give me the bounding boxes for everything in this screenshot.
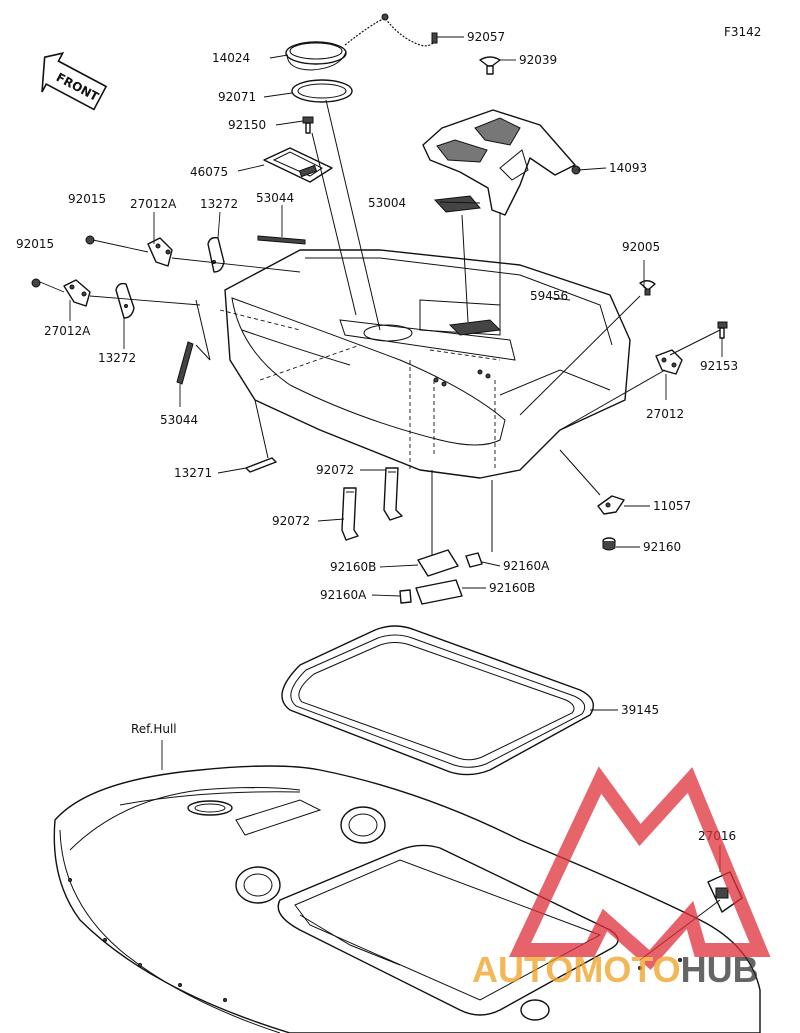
part-plate-13271 [245, 457, 277, 473]
callout-92005: 92005 [622, 240, 660, 254]
part-strap-92072-left [341, 487, 359, 541]
callout-13272-lower: 13272 [98, 351, 136, 365]
part-cover-14093 [422, 109, 581, 216]
callout-92160B-upper: 92160B [330, 560, 376, 574]
callout-27012: 27012 [646, 407, 684, 421]
callout-92072-left: 92072 [272, 514, 310, 528]
callout-46075: 46075 [190, 165, 228, 179]
callout-92071: 92071 [218, 90, 256, 104]
callout-13272-upper: 13272 [200, 197, 238, 211]
callout-59456: 59456 [530, 289, 568, 303]
part-bracket-11057 [597, 495, 625, 515]
part-strap-92072-right [383, 467, 403, 521]
callout-14093: 14093 [609, 161, 647, 175]
hull-reference [53, 765, 761, 1033]
callout-14024: 14024 [212, 51, 250, 65]
callout-27012A-upper: 27012A [130, 197, 177, 211]
part-pad-53004 [433, 195, 481, 213]
part-pad-92160A-upper [465, 552, 483, 568]
callout-92160: 92160 [643, 540, 681, 554]
callout-92160A-upper: 92160A [503, 559, 550, 573]
part-pad-92160B-lower [415, 579, 463, 605]
part-pad-92160A-lower [399, 589, 412, 604]
part-plate-13272-lower [115, 282, 135, 319]
leader-lines [39, 36, 723, 961]
callout-39145: 39145 [621, 703, 659, 717]
part-seal-39145 [281, 625, 594, 776]
part-bracket-27012 [655, 349, 683, 375]
callout-53044-lower: 53044 [160, 413, 198, 427]
callout-92015-upper: 92015 [68, 192, 106, 206]
callout-92150: 92150 [228, 118, 266, 132]
part-nut-92015-lower [31, 278, 41, 288]
part-clip-92005 [639, 280, 656, 296]
callout-27012A-lower: 27012A [44, 324, 91, 338]
callout-13271: 13271 [174, 466, 212, 480]
callout-92015-lower: 92015 [16, 237, 54, 251]
part-gasket-92071 [291, 79, 353, 103]
callout-11057: 11057 [653, 499, 691, 513]
part-handle-46075 [263, 147, 333, 183]
part-pad-92160B-upper [417, 549, 459, 577]
callout-92160B-lower: 92160B [489, 581, 535, 595]
callout-53004: 53004 [368, 196, 406, 210]
callout-92072-right: 92072 [316, 463, 354, 477]
callout-92160A-lower: 92160A [320, 588, 367, 602]
part-plate-13272-upper [207, 236, 225, 273]
part-bolt-92150 [302, 116, 314, 134]
part-clip-92039 [479, 56, 501, 75]
front-arrow-icon: FRONT [41, 52, 108, 111]
part-strap-92057 [344, 13, 438, 47]
part-strip-53044-top [257, 235, 306, 245]
part-bracket-27012A-lower [63, 279, 91, 307]
part-storage-tub-59456 [224, 249, 631, 479]
callout-53044-upper: 53044 [256, 191, 294, 205]
part-bracket-27012A-upper [147, 237, 173, 267]
watermark-logo: AUTOMOTOHUB [472, 949, 759, 990]
ref-hull-label: Ref.Hull [131, 722, 177, 736]
callout-92153: 92153 [700, 359, 738, 373]
automotohub-watermark: AUTOMOTOHUB [472, 766, 771, 990]
part-damper-92160 [602, 537, 616, 551]
part-cap-14024 [285, 41, 347, 71]
callout-labels: 14024 92057 92039 92071 92150 46075 1409… [16, 30, 738, 843]
callout-92057: 92057 [467, 30, 505, 44]
callout-92039: 92039 [519, 53, 557, 67]
part-strip-53044-left [176, 341, 194, 385]
figure-code: F3142 [724, 25, 761, 39]
part-nut-92015-upper [85, 235, 95, 245]
